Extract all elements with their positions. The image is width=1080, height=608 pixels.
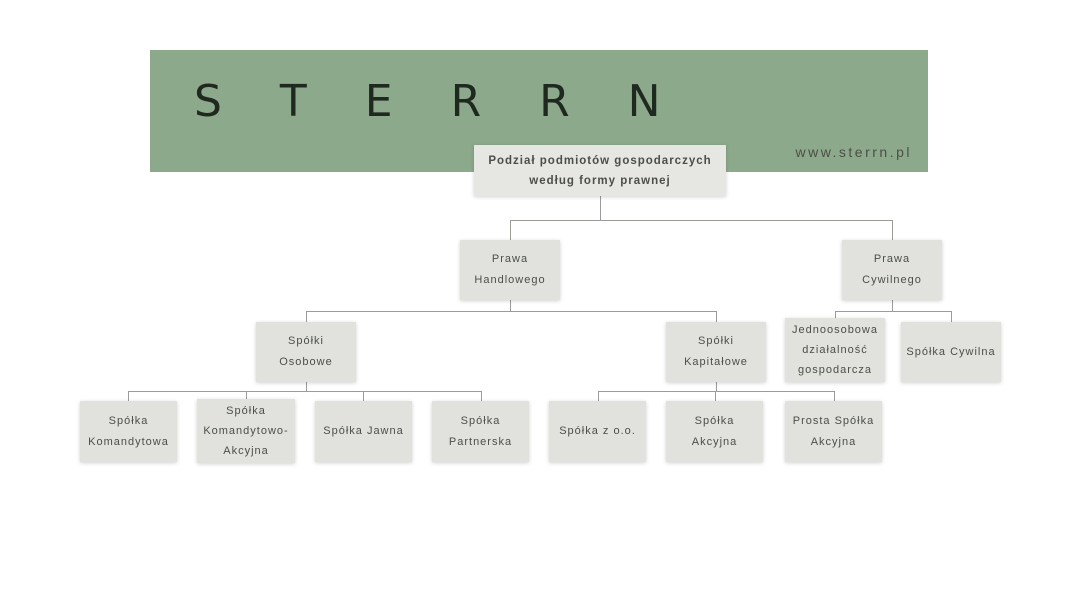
connector-line bbox=[598, 391, 835, 392]
node-spolki-kapitalowe: Spółki Kapitałowe bbox=[666, 322, 766, 382]
node-jednoosobowa-dzialalnosc: Jednoosobowa działalność gospodarcza bbox=[785, 318, 885, 382]
website-url: www.sterrn.pl bbox=[795, 144, 912, 160]
node-root: Podział podmiotów gospodarczych według f… bbox=[474, 145, 726, 196]
connector-line bbox=[835, 311, 836, 319]
node-prosta-spolka-akcyjna: Prosta Spółka Akcyjna bbox=[785, 401, 882, 462]
connector-line bbox=[715, 391, 716, 401]
connector-line bbox=[306, 311, 307, 322]
node-spolka-komandytowa: Spółka Komandytowa bbox=[80, 401, 177, 462]
connector-line bbox=[510, 300, 511, 311]
node-prawa-handlowego: Prawa Handlowego bbox=[460, 240, 560, 300]
connector-line bbox=[716, 382, 717, 391]
connector-line bbox=[598, 391, 599, 401]
node-spolka-komandytowo-akcyjna: Spółka Komandytowo- Akcyjna bbox=[197, 399, 295, 463]
connector-line bbox=[306, 382, 307, 391]
node-prawa-cywilnego: Prawa Cywilnego bbox=[842, 240, 942, 300]
connector-line bbox=[834, 391, 835, 401]
connector-line bbox=[892, 300, 893, 311]
connector-line bbox=[128, 391, 481, 392]
node-spolka-cywilna: Spółka Cywilna bbox=[901, 322, 1001, 382]
connector-line bbox=[128, 391, 129, 401]
connector-line bbox=[892, 220, 893, 240]
node-spolki-osobowe: Spółki Osobowe bbox=[256, 322, 356, 382]
connector-line bbox=[246, 391, 247, 401]
connector-line bbox=[600, 196, 601, 220]
connector-line bbox=[716, 311, 717, 322]
node-spolka-akcyjna: Spółka Akcyjna bbox=[666, 401, 763, 462]
node-spolka-partnerska: Spółka Partnerska bbox=[432, 401, 529, 462]
node-spolka-jawna: Spółka Jawna bbox=[315, 401, 412, 462]
node-spolka-z-oo: Spółka z o.o. bbox=[549, 401, 646, 462]
brand-logo: S T E R R N bbox=[194, 76, 683, 127]
connector-line bbox=[951, 311, 952, 322]
connector-line bbox=[481, 391, 482, 401]
connector-line bbox=[306, 311, 716, 312]
connector-line bbox=[363, 391, 364, 401]
connector-line bbox=[510, 220, 892, 221]
connector-line bbox=[835, 311, 951, 312]
connector-line bbox=[510, 220, 511, 240]
